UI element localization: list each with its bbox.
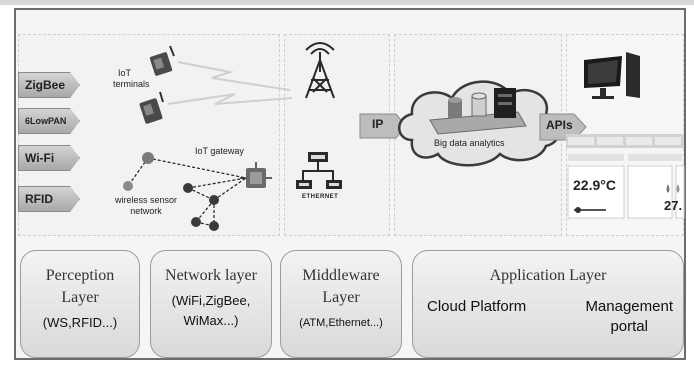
protocol-zigbee: ZigBee [18, 72, 80, 98]
iot-terminals-label: IoT terminals [113, 68, 173, 90]
ip-label: IP [372, 117, 384, 131]
iot-gateway-device [240, 162, 272, 188]
middleware-layer-title-2: Layer [322, 289, 360, 306]
management-portal-line1: Management [585, 298, 673, 315]
ethernet-label: ETHERNET [302, 194, 339, 200]
antenna-tower-icon [305, 42, 335, 99]
computer-monitor-icon [584, 52, 640, 99]
application-layer-title: Application Layer [489, 267, 607, 284]
protocol-6lowpan: 6LowPAN [18, 108, 80, 134]
application-layer-management-portal: Management portal [585, 297, 673, 337]
middleware-layer-sub: (ATM,Ethernet...) [299, 317, 383, 329]
ethernet-icon [296, 152, 342, 189]
wsn-label-line2: network [130, 206, 162, 216]
perception-layer-sub: (WS,RFID...) [42, 315, 118, 330]
big-data-label: Big data analytics [434, 138, 505, 148]
analytics-servers-icon [429, 88, 527, 135]
middleware-layer-title-1: Middleware [302, 267, 380, 284]
wsn-label-line1: wireless sensor [114, 195, 178, 205]
dashboard-mock [566, 134, 685, 219]
perception-layer-title-1: Perception [45, 267, 115, 284]
top-border [0, 0, 694, 5]
apis-arrow [539, 113, 587, 141]
wireless-signal-2 [167, 93, 293, 105]
iot-terminal-device-2 [139, 91, 164, 124]
protocol-rfid: RFID [18, 186, 80, 212]
protocol-wifi: Wi-Fi [18, 145, 80, 171]
iot-terminal-device-1 [149, 45, 175, 76]
perception-layer-title-2: Layer [61, 289, 99, 306]
network-layer-title: Network layer [165, 267, 257, 284]
perception-layer-box: Perception Layer (WS,RFID...) [20, 250, 140, 358]
network-layer-sub-2: WiMax...) [183, 313, 239, 328]
wsn-label: wireless sensor network [106, 195, 186, 217]
network-layer-box: Network layer (WiFi,ZigBee, WiMax...) [150, 250, 272, 358]
application-layer-cloud-platform: Cloud Platform [427, 298, 527, 315]
network-layer-sub-1: (WiFi,ZigBee, [171, 293, 251, 308]
middleware-layer-box: Middleware Layer (ATM,Ethernet...) [280, 250, 402, 358]
sensor-nodes [123, 152, 219, 231]
apis-label: APIs [546, 118, 573, 132]
application-layer-box: Application Layer Cloud Platform Managem… [412, 250, 684, 358]
iot-gateway-label: IoT gateway [195, 146, 244, 156]
management-portal-line2: portal [610, 318, 648, 335]
iot-terminals-label-line2: terminals [113, 79, 150, 89]
wireless-signal-1 [177, 61, 291, 91]
dashboard-temperature: 22.9°C [573, 177, 616, 193]
dashboard-temperature-partial: 27. [664, 198, 683, 213]
iot-terminals-label-line1: IoT [118, 68, 132, 78]
